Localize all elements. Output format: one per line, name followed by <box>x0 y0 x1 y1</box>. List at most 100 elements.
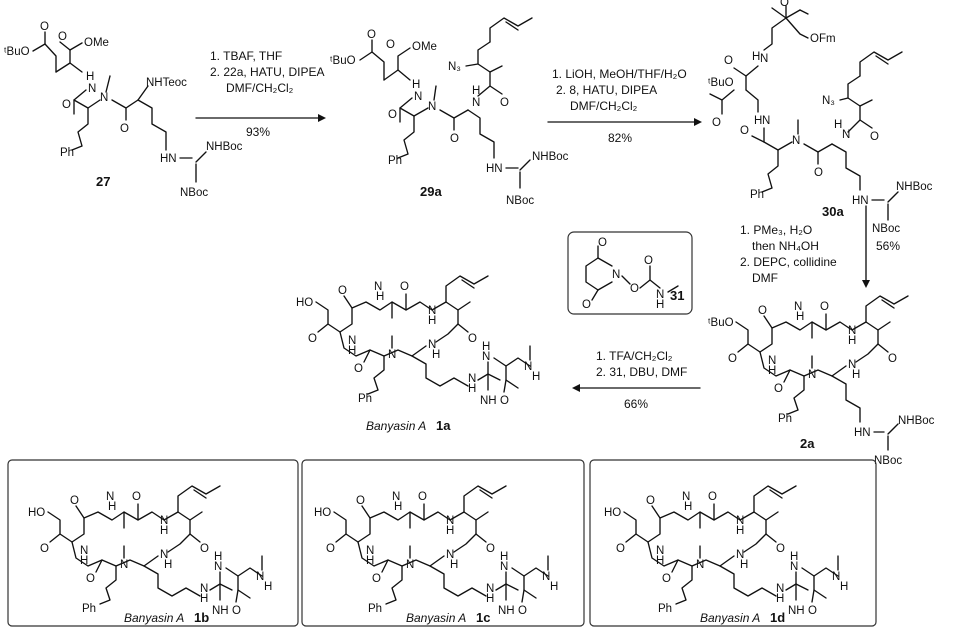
bond <box>453 533 477 553</box>
bond <box>877 343 889 353</box>
bond <box>189 533 201 543</box>
bond <box>461 279 475 289</box>
atom-h0: H <box>796 311 804 323</box>
bond <box>811 589 815 603</box>
atom-nh-c: N <box>542 571 550 583</box>
bond <box>439 109 469 119</box>
bond <box>457 301 471 311</box>
atom-n3: N <box>768 355 776 367</box>
atom-n2: N <box>808 369 816 381</box>
bond <box>69 62 83 73</box>
atom-h: H <box>656 299 664 311</box>
atom-nhboc: NHBoc <box>532 151 569 163</box>
atom-nh-c: N <box>256 571 264 583</box>
compound-30a: O OFm H N O ᵗBuO O H N O N Ph O H N O N₃ <box>708 0 933 235</box>
atom-o1: O <box>616 543 625 555</box>
bond <box>479 489 493 499</box>
bond <box>71 541 159 567</box>
atom-o-bot: O <box>582 299 591 311</box>
atom-o5: O <box>708 491 717 503</box>
atom-h4: H <box>164 559 172 571</box>
atom-o7: O <box>354 363 363 375</box>
atom-n1: N <box>446 515 454 527</box>
atom-nh1: H <box>412 79 420 91</box>
atom-h3: H <box>366 555 374 567</box>
bond <box>49 533 61 543</box>
atom-o-link: O <box>630 283 639 295</box>
atom-nh-b: N <box>790 561 798 573</box>
atom-h-c: H <box>264 581 272 593</box>
bond <box>651 505 661 519</box>
bond <box>831 143 861 191</box>
atom-o-u: O <box>518 605 527 617</box>
bond <box>363 349 371 363</box>
bond <box>429 565 487 597</box>
atom-nh0: H <box>752 51 760 63</box>
atom-o1: O <box>728 353 737 365</box>
atom-n: N <box>612 269 620 281</box>
atom-o1: O <box>308 333 317 345</box>
bond <box>597 257 613 267</box>
atom-o6: O <box>468 333 477 345</box>
bond <box>847 75 861 107</box>
bond <box>859 119 873 129</box>
bond <box>177 485 221 513</box>
bond <box>361 505 371 519</box>
isomer-box-1c <box>301 459 585 627</box>
bond <box>623 511 649 543</box>
atom-ofm: OFm <box>810 33 836 45</box>
atom-h4: H <box>432 349 440 361</box>
bond <box>765 511 779 521</box>
atom-n3b: N <box>472 97 480 109</box>
atom-nh-c: N <box>524 361 532 373</box>
bond <box>467 109 495 159</box>
bond <box>763 17 787 51</box>
bond <box>335 533 347 543</box>
condition: 2. DEPC, collidine <box>740 255 837 269</box>
atom-o7: O <box>724 55 733 67</box>
atom-o5: O <box>870 131 879 143</box>
atom-ho: HO <box>296 297 313 309</box>
bond <box>621 275 631 285</box>
atom-n2: N <box>388 349 396 361</box>
bond <box>95 559 103 573</box>
atom-n0: N <box>794 301 802 313</box>
atom-ome: OMe <box>84 37 109 49</box>
atom-ph: Ph <box>658 603 672 615</box>
atom-o2: O <box>70 495 79 507</box>
atom-n1: N <box>848 325 856 337</box>
atom-n2: N <box>792 135 800 147</box>
atom-o7: O <box>372 573 381 585</box>
bond <box>763 127 793 151</box>
bond <box>735 321 761 353</box>
atom-n0: N <box>760 53 768 65</box>
bond <box>193 489 207 499</box>
bond <box>859 99 873 107</box>
bond <box>675 565 693 605</box>
atom-o6: O <box>776 543 785 555</box>
compound-27: ᵗBuO O OMe O H N O N Ph O NHTeoc HN NHBo… <box>4 21 243 199</box>
atom-o7: O <box>662 573 671 585</box>
atom-ph: Ph <box>82 603 96 615</box>
atom-h1: H <box>736 525 744 537</box>
atom-o-top: O <box>598 237 607 249</box>
atom-ho: HO <box>314 507 331 519</box>
condition: 1. LiOH, MeOH/THF/H₂O <box>552 67 687 81</box>
bond <box>787 375 805 415</box>
bond <box>475 533 487 543</box>
atom-nhteoc: NHTeoc <box>146 77 187 89</box>
atom-o5: O <box>820 301 829 313</box>
atom-n2: N <box>428 101 436 113</box>
atom-nboc: NBoc <box>180 187 208 199</box>
bond <box>433 85 437 101</box>
atom-n1: N <box>736 515 744 527</box>
atom-o3: O <box>388 109 397 121</box>
bond <box>167 533 191 553</box>
atom-ome: OMe <box>412 41 437 53</box>
atom-o2: O <box>386 39 395 51</box>
bond <box>625 533 637 543</box>
bond <box>763 315 773 329</box>
atom-o5: O <box>400 281 409 293</box>
atom-tbuo: ᵗBuO <box>330 55 356 67</box>
atom-nh-eq: NH <box>212 605 229 617</box>
